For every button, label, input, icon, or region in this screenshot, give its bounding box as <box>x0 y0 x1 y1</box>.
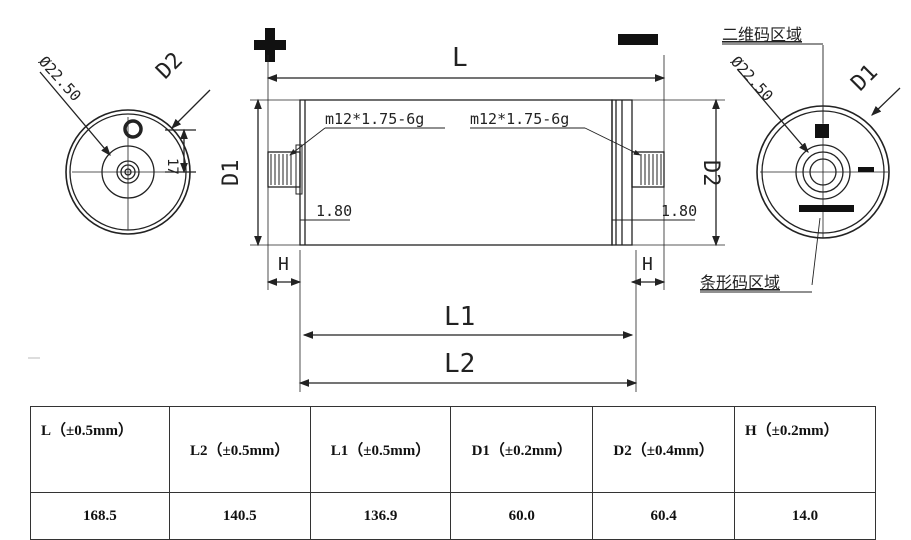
dim-D2-label: D2 <box>698 160 723 187</box>
left-diameter-label: Ø22.50 <box>35 53 85 105</box>
header-cell: L2（±0.5mm） <box>168 406 311 493</box>
value-cell: 60.4 <box>592 492 735 540</box>
value-cell: 140.5 <box>168 492 311 540</box>
header-cell: D2（±0.4mm） <box>592 406 735 493</box>
gap-left-label: 1.80 <box>316 202 352 220</box>
dim-D1-label: D1 <box>219 160 244 187</box>
barcode-region-label: 条形码区域 <box>700 273 780 292</box>
dimension-spec-table: L（±0.5mm） L2（±0.5mm） L1（±0.5mm） D1（±0.2m… <box>30 406 876 540</box>
header-cell: L（±0.5mm） <box>30 406 170 493</box>
value-cell: 136.9 <box>309 492 452 540</box>
right-d1-label: D1 <box>847 60 883 96</box>
right-thread <box>640 154 662 185</box>
dim-L-label: L <box>452 43 468 73</box>
negative-polarity-icon <box>618 34 658 45</box>
left-d2-label: D2 <box>152 48 188 84</box>
positive-polarity-icon <box>254 28 286 62</box>
dim-H-right-label: H <box>642 254 653 275</box>
dim-L2-label: L2 <box>444 349 475 379</box>
side-view <box>250 55 725 392</box>
value-cell: 14.0 <box>734 492 876 540</box>
left-thread <box>270 154 292 185</box>
header-cell: L1（±0.5mm） <box>309 406 452 493</box>
barcode-region-mark <box>799 205 854 212</box>
qr-code-region-mark <box>815 124 829 138</box>
value-cell: 168.5 <box>30 492 170 540</box>
right-diameter-label: Ø22.50 <box>727 53 777 105</box>
dim-L1-label: L1 <box>444 302 475 332</box>
thread-right-label: m12*1.75-6g <box>470 110 569 128</box>
table-header-row: L（±0.5mm） L2（±0.5mm） L1（±0.5mm） D1（±0.2m… <box>30 406 876 493</box>
dim-H-left-label: H <box>278 254 289 275</box>
qr-region-label: 二维码区域 <box>722 25 802 44</box>
battery-dimension-drawing: Ø22.50 D2 17 <box>28 25 901 392</box>
negative-terminal-mark <box>858 167 874 172</box>
header-cell: H（±0.2mm） <box>734 406 876 493</box>
left-end-view <box>39 71 211 235</box>
gap-right-label: 1.80 <box>661 202 697 220</box>
header-cell: D1（±0.2mm） <box>450 406 594 493</box>
thread-left-label: m12*1.75-6g <box>325 110 424 128</box>
left-17-label: 17 <box>164 158 180 175</box>
table-row: 168.5 140.5 136.9 60.0 60.4 14.0 <box>30 492 876 540</box>
value-cell: 60.0 <box>450 492 594 540</box>
